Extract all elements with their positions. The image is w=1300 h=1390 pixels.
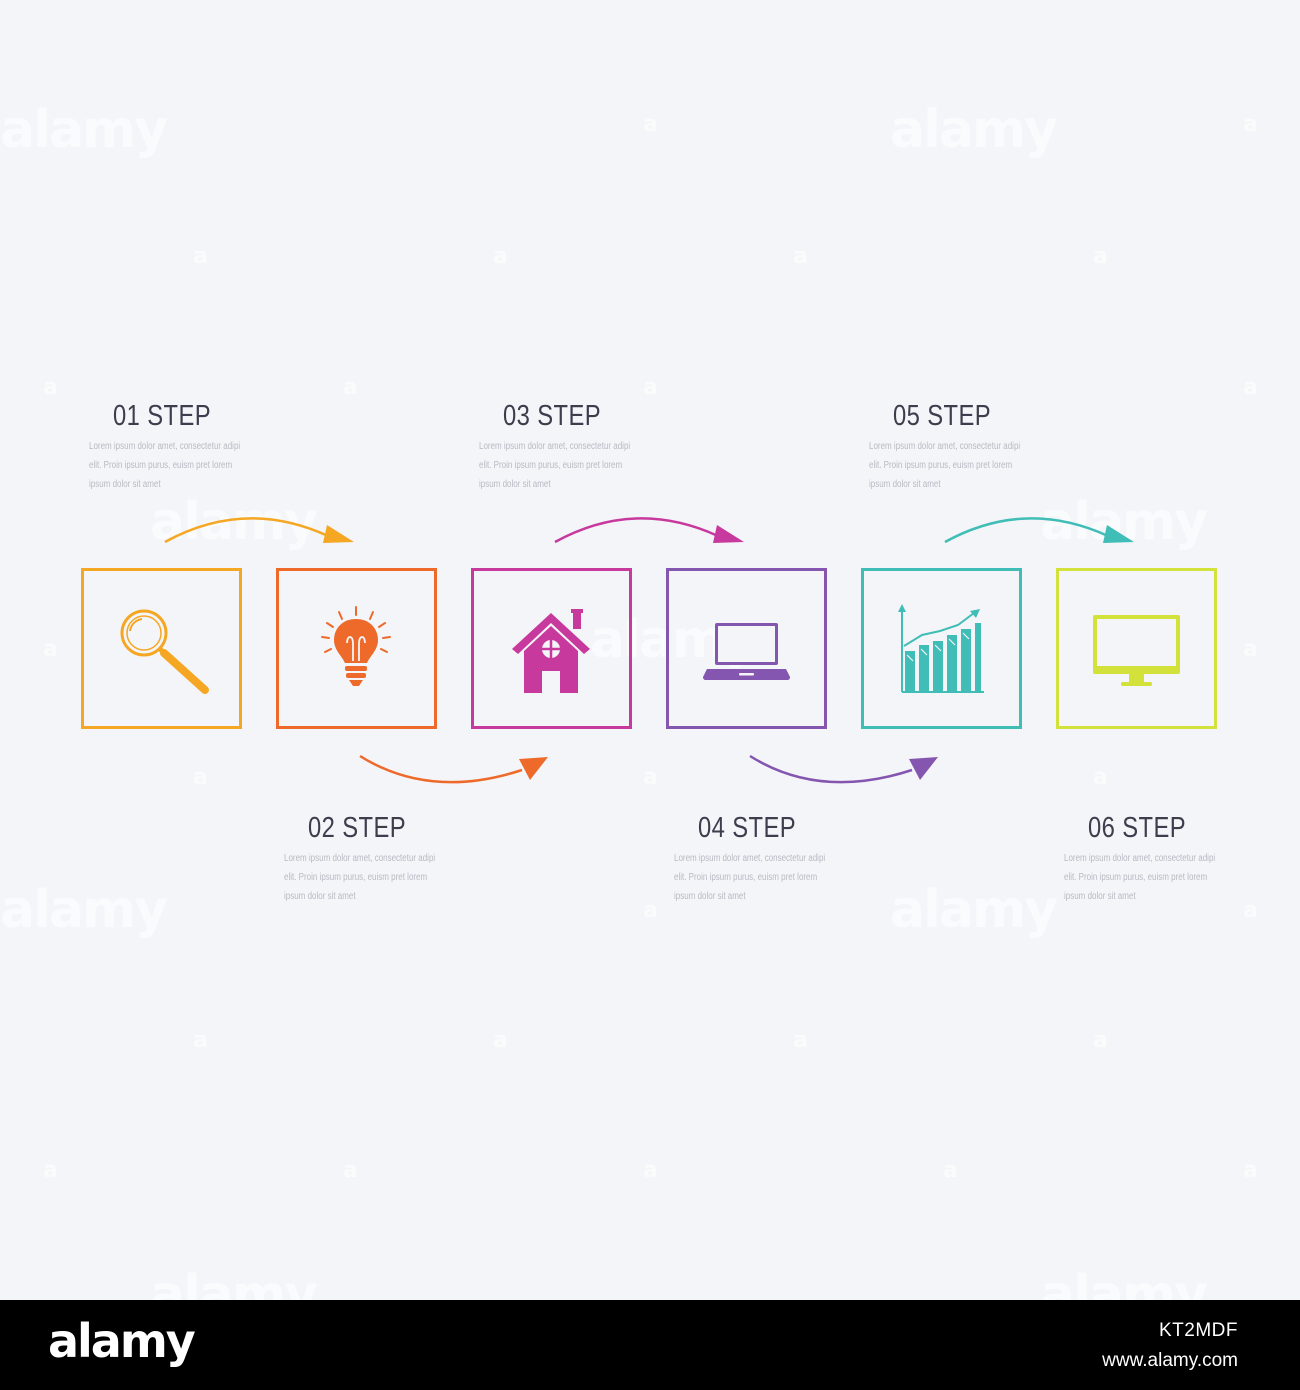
step-5-box (861, 568, 1022, 729)
step-2-text: Lorem ipsum dolor amet, consectetur adip… (284, 853, 436, 902)
arrow-step5-to-step6 (944, 517, 1109, 544)
connector-arrows (164, 517, 1134, 784)
arrow-step2-to-step3 (359, 754, 523, 784)
arrow-step3-to-step4 (554, 517, 719, 544)
footer-bar: alamy KT2MDF www.alamy.com (0, 1300, 1300, 1390)
step-5-text: Lorem ipsum dolor amet, consectetur adip… (869, 441, 1021, 490)
laptop-icon (703, 623, 790, 680)
monitor-icon (1093, 615, 1180, 686)
lightbulb-icon (321, 606, 391, 686)
house-icon (512, 609, 590, 693)
step-1-text: Lorem ipsum dolor amet, consectetur adip… (89, 441, 241, 490)
step-5-title: 05 STEP (893, 400, 992, 432)
step-2-box (276, 568, 437, 729)
brand-logo: alamy (48, 1314, 196, 1368)
arrowhead-step4 (909, 757, 938, 780)
step-1-box (81, 568, 242, 729)
site-url: www.alamy.com (1102, 1350, 1238, 1371)
bar-chart-icon (898, 604, 984, 693)
arrowhead-step3 (713, 525, 744, 543)
magnifier-icon (120, 609, 209, 694)
image-id: KT2MDF (1159, 1320, 1238, 1341)
step-3-box (471, 568, 632, 729)
arrow-step4-to-step5 (749, 754, 913, 784)
arrowhead-step1 (323, 525, 354, 543)
step-4-text: Lorem ipsum dolor amet, consectetur adip… (674, 853, 826, 902)
arrowhead-step5 (1103, 525, 1134, 543)
step-1-title: 01 STEP (113, 400, 212, 432)
arrow-step1-to-step2 (164, 517, 329, 544)
step-4-box (666, 568, 827, 729)
step-4-title: 04 STEP (698, 812, 797, 844)
step-6-title: 06 STEP (1088, 812, 1187, 844)
arrowhead-step2 (519, 757, 548, 780)
step-3-title: 03 STEP (503, 400, 602, 432)
step-6-text: Lorem ipsum dolor amet, consectetur adip… (1064, 853, 1216, 902)
step-6-box (1056, 568, 1217, 729)
step-3-text: Lorem ipsum dolor amet, consectetur adip… (479, 441, 631, 490)
infographic-canvas: alamy alamy alamy alamy alamy alamy alam… (81, 400, 1217, 902)
step-2-title: 02 STEP (308, 812, 407, 844)
